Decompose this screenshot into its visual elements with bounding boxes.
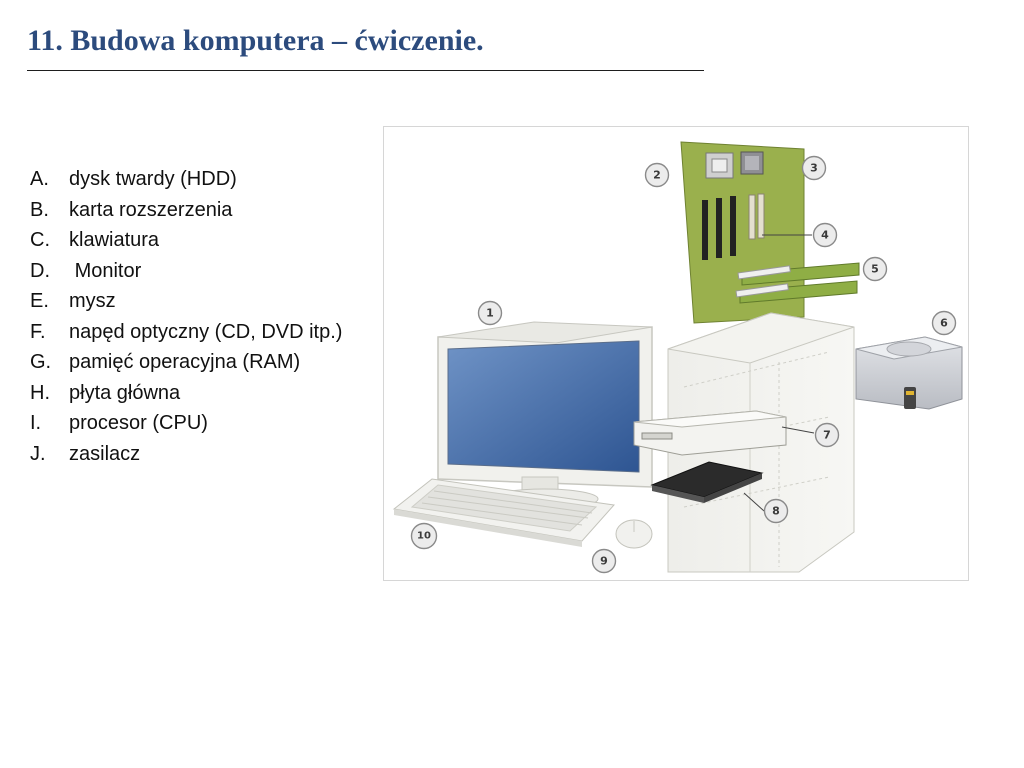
hard-disk xyxy=(650,461,764,503)
monitor xyxy=(437,321,653,510)
list-item: D. Monitor xyxy=(30,256,350,287)
power-supply xyxy=(855,336,963,410)
callout-9: 9 xyxy=(591,548,617,574)
svg-text:1: 1 xyxy=(486,307,494,320)
list-item-text: dysk twardy (HDD) xyxy=(69,168,237,190)
callout-8: 8 xyxy=(763,498,789,524)
list-item-letter: D. xyxy=(30,259,50,282)
list-item-letter: C. xyxy=(30,229,50,251)
list-item-letter: F. xyxy=(30,320,46,343)
callout-3: 3 xyxy=(801,155,827,181)
list-item: E. mysz xyxy=(30,286,350,317)
callout-6: 6 xyxy=(931,310,957,336)
list-item-letter: G. xyxy=(30,351,52,373)
callout-10: 10 xyxy=(410,522,438,550)
list-item-text: Monitor xyxy=(69,259,142,282)
list-item: H. płyta główna xyxy=(30,378,350,409)
svg-text:5: 5 xyxy=(871,263,879,276)
list-item: J. zasilacz xyxy=(30,439,350,470)
leader-line-7 xyxy=(781,426,815,434)
list-item: I. procesor (CPU) xyxy=(30,408,350,439)
expansion-cards xyxy=(735,262,860,304)
leader-line-8 xyxy=(743,492,765,512)
list-item: B. karta rozszerzenia xyxy=(30,195,350,226)
title-underline xyxy=(27,70,704,71)
list-item-text: procesor (CPU) xyxy=(69,412,208,434)
list-item: G. pamięć operacyjna (RAM) xyxy=(30,347,350,378)
svg-text:2: 2 xyxy=(653,169,661,182)
list-item-letter: E. xyxy=(30,290,49,312)
list-item: F. napęd optyczny (CD, DVD itp.) xyxy=(30,317,350,348)
slide-title: 11. Budowa komputera – ćwiczenie. xyxy=(27,24,484,57)
list-item-text: napęd optyczny (CD, DVD itp.) xyxy=(69,320,343,343)
list-item-letter: I. xyxy=(30,412,42,434)
callout-5: 5 xyxy=(862,256,888,282)
callout-4: 4 xyxy=(812,222,838,248)
component-list: A. dysk twardy (HDD) B. karta rozszerzenia… xyxy=(30,164,350,469)
svg-text:10: 10 xyxy=(417,531,431,542)
list-item-letter: J. xyxy=(30,442,46,465)
list-item-text: karta rozszerzenia xyxy=(69,198,233,221)
list-item-letter: A. xyxy=(30,168,49,190)
list-item-letter: B. xyxy=(30,198,49,221)
list-item: C. klawiatura xyxy=(30,225,350,256)
list-item-text: klawiatura xyxy=(69,229,160,251)
list-item-text: płyta główna xyxy=(69,381,181,404)
svg-text:6: 6 xyxy=(940,317,948,330)
mouse xyxy=(615,519,653,549)
svg-text:8: 8 xyxy=(772,505,780,518)
svg-text:3: 3 xyxy=(810,162,818,175)
list-item-text: zasilacz xyxy=(69,442,141,465)
keyboard xyxy=(392,478,615,547)
list-item-letter: H. xyxy=(30,381,50,404)
motherboard xyxy=(680,141,805,324)
diagram-canvas: 1 2 3 4 5 6 7 8 9 10 xyxy=(392,141,963,574)
computer-parts-diagram: 1 2 3 4 5 6 7 8 9 10 xyxy=(383,126,969,581)
svg-text:9: 9 xyxy=(600,555,608,568)
svg-text:7: 7 xyxy=(823,429,831,442)
callout-2: 2 xyxy=(644,162,670,188)
callout-7: 7 xyxy=(814,422,840,448)
optical-drive xyxy=(633,410,787,456)
list-item-text: pamięć operacyjna (RAM) xyxy=(69,351,301,373)
list-item-text: mysz xyxy=(69,290,116,312)
list-item: A. dysk twardy (HDD) xyxy=(30,164,350,195)
svg-text:4: 4 xyxy=(821,229,829,242)
callout-1: 1 xyxy=(477,300,503,326)
